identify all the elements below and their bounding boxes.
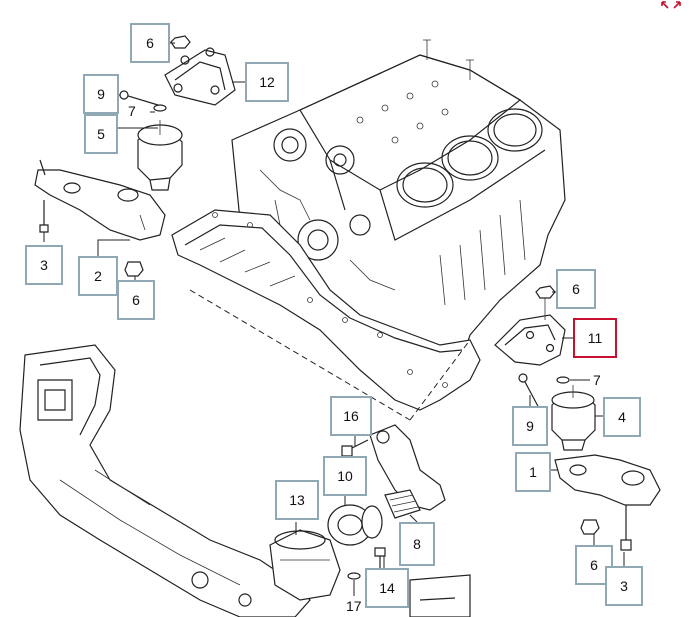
oil-pan <box>171 209 481 411</box>
right-engine-mount <box>551 385 596 451</box>
callout-6-top[interactable]: 6 <box>130 23 170 63</box>
right-engine-bracket <box>494 285 570 411</box>
label-7-right[interactable]: 7 <box>593 372 601 388</box>
callout-9-right[interactable]: 9 <box>512 406 548 446</box>
subframe <box>19 344 471 617</box>
callout-4[interactable]: 4 <box>603 397 641 437</box>
expand-arrows-icon[interactable] <box>660 0 682 14</box>
callout-5[interactable]: 5 <box>84 114 118 154</box>
callout-16[interactable]: 16 <box>330 396 372 436</box>
callout-12[interactable]: 12 <box>245 62 289 102</box>
callout-1[interactable]: 1 <box>515 452 551 492</box>
callout-10[interactable]: 10 <box>323 456 367 496</box>
callout-13[interactable]: 13 <box>275 480 319 520</box>
callout-2[interactable]: 2 <box>78 256 118 296</box>
callout-3-right[interactable]: 3 <box>605 566 643 606</box>
right-mount-arm <box>554 454 661 551</box>
label-17[interactable]: 17 <box>346 598 362 614</box>
callout-8[interactable]: 8 <box>399 522 435 566</box>
bushing <box>327 504 383 546</box>
callout-11-selected[interactable]: 11 <box>573 318 617 358</box>
callout-6-right[interactable]: 6 <box>556 269 596 309</box>
label-7-left[interactable]: 7 <box>128 103 136 119</box>
callout-6-left-bottom[interactable]: 6 <box>117 280 155 320</box>
left-engine-bracket <box>164 35 236 106</box>
torque-arm <box>341 424 446 519</box>
callout-9-left[interactable]: 9 <box>83 74 119 114</box>
leader-lines <box>43 42 625 596</box>
callout-3-left[interactable]: 3 <box>25 245 63 285</box>
left-mount-arm <box>34 159 166 277</box>
callout-14[interactable]: 14 <box>365 568 409 608</box>
left-engine-mount <box>119 90 183 191</box>
